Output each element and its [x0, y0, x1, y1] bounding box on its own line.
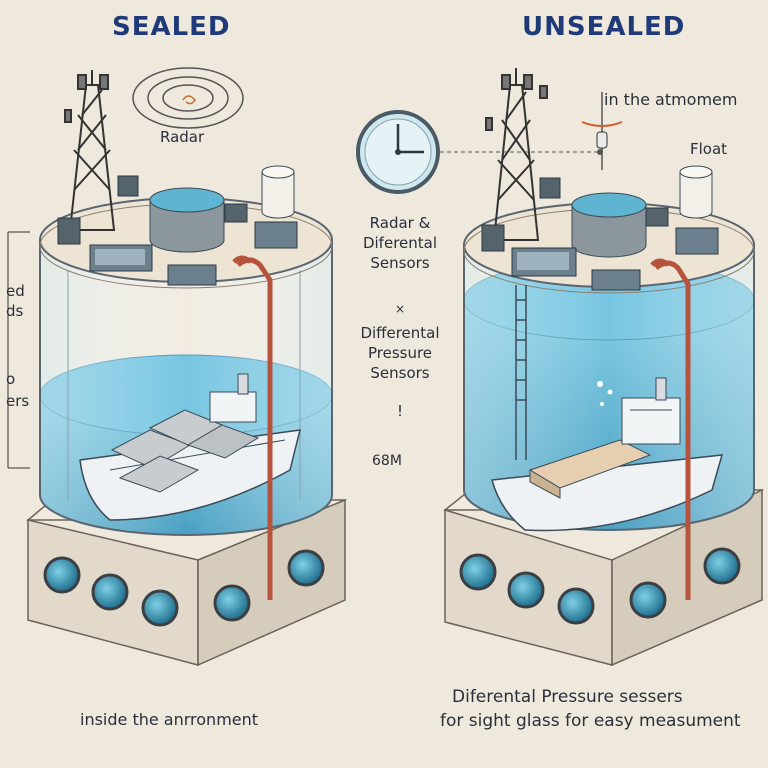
porthole-icon — [213, 584, 251, 622]
differential-pressure-label-line2: Pressure — [367, 344, 433, 362]
sensor-box-icon — [481, 177, 669, 252]
radar-differential-label-line2: Diferental — [362, 234, 438, 252]
radar-label: Radar — [160, 128, 205, 146]
sensor-box-icon — [89, 244, 153, 272]
porthole-icon — [459, 553, 497, 591]
sensor-box-icon — [571, 192, 647, 258]
sealed-tank — [7, 67, 348, 667]
porthole-icon — [91, 573, 129, 611]
sensor-box-icon — [167, 264, 217, 286]
cross-mark: × — [394, 302, 406, 316]
sensor-box-icon — [149, 187, 225, 253]
exclamation-mark: ! — [396, 402, 403, 420]
sensor-box-icon — [254, 221, 298, 249]
radar-differential-label-line3: Sensors — [370, 254, 430, 272]
porthole-icon — [507, 571, 545, 609]
right-portholes — [459, 547, 741, 625]
radar-differential-label-line1: Radar & — [369, 214, 431, 232]
heading-sealed: SEALED — [112, 12, 231, 42]
depth-label: 68M — [372, 453, 402, 469]
left-clip-text-3: o — [6, 370, 16, 388]
ladder — [515, 285, 527, 460]
sensor-box-icon — [675, 227, 719, 255]
sensor-box-icon — [591, 269, 641, 291]
porthole-icon — [629, 581, 667, 619]
porthole-icon — [43, 556, 81, 594]
radar-waves-icon — [132, 67, 244, 129]
float-icon — [581, 92, 623, 170]
tower-icon — [64, 70, 116, 231]
left-portholes — [43, 549, 325, 627]
atmosphere-label: in the atmomem — [604, 90, 738, 109]
inside-environment-label: inside the anrronment — [80, 710, 259, 729]
differential-pressure-label-line1: Differental — [360, 324, 440, 342]
porthole-icon — [557, 587, 595, 625]
unsealed-tank — [442, 68, 764, 667]
differential-pressure-label-line3: Sensors — [370, 364, 430, 382]
left-clip-text-4: ers — [6, 392, 30, 410]
ship-icon — [491, 377, 724, 532]
gauge-icon — [356, 110, 603, 194]
heading-unsealed: UNSEALED — [522, 12, 686, 42]
float-label: Float — [690, 140, 728, 158]
porthole-icon — [141, 589, 179, 627]
porthole-icon — [287, 549, 325, 587]
left-clip-text-2: ds — [6, 302, 24, 320]
porthole-icon — [703, 547, 741, 585]
tower-icon — [485, 68, 548, 241]
ship-icon — [79, 373, 301, 521]
sensor-box-icon — [57, 175, 248, 245]
left-clip-text-1: ed — [6, 282, 25, 300]
sensor-box-icon — [261, 165, 295, 219]
bottom-right-label-line2: for sight glass for easy measument — [440, 711, 741, 731]
sensor-box-icon — [679, 165, 713, 219]
bottom-right-label-line1: Diferental Pressure sessers — [452, 687, 683, 707]
sensor-box-icon — [511, 247, 577, 277]
